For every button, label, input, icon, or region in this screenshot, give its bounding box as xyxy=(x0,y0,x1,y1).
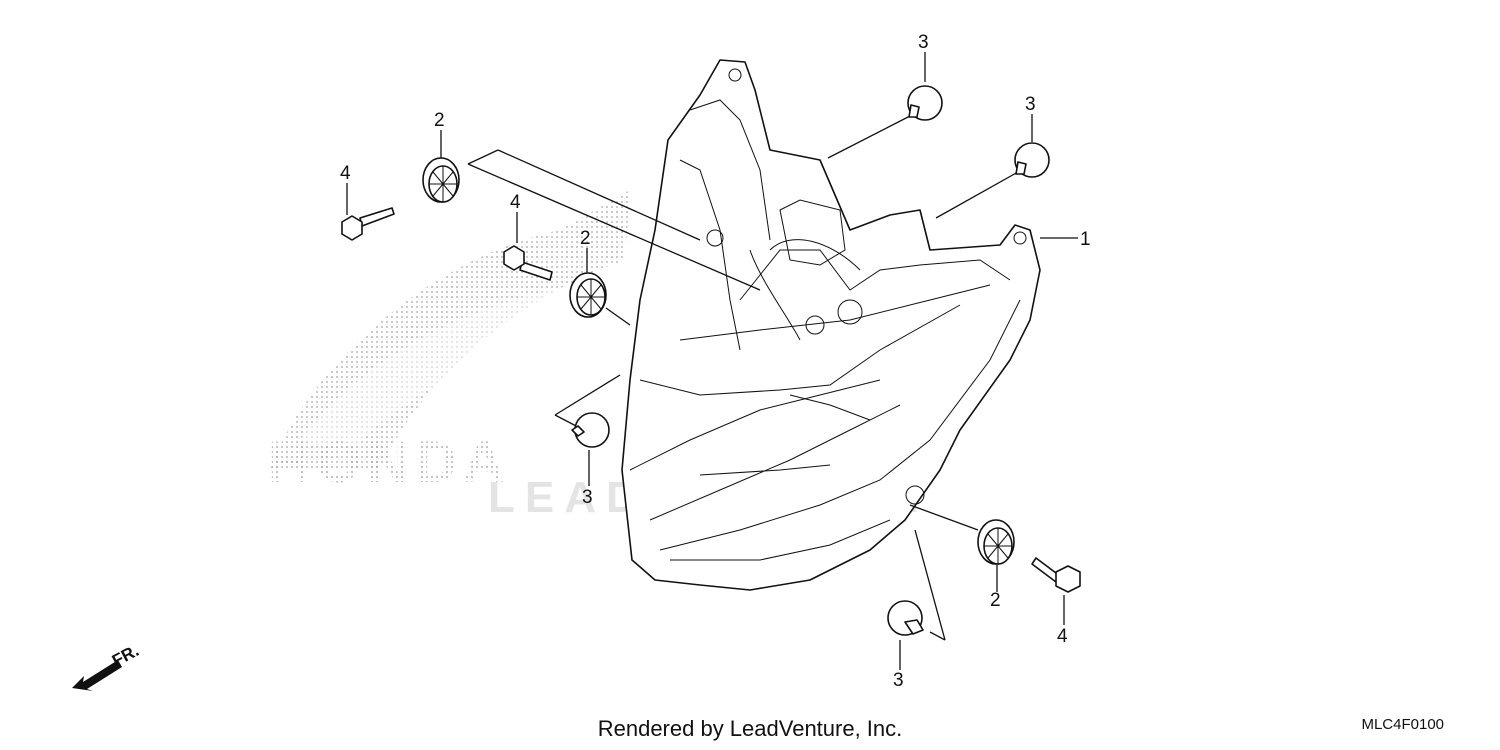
render-credit: Rendered by LeadVenture, Inc. xyxy=(597,716,903,741)
collar-left xyxy=(571,412,610,448)
grommet-middle xyxy=(569,272,607,318)
callout-2-lower: 2 xyxy=(990,590,1001,611)
callout-3-bottom: 3 xyxy=(893,670,904,691)
bolt-middle xyxy=(503,245,553,281)
grommet-upper-left xyxy=(422,157,460,203)
callout-1: 1 xyxy=(1080,229,1091,250)
callout-4-middle: 4 xyxy=(510,192,521,213)
honda-brand-watermark: HONDA xyxy=(268,430,511,495)
callout-3-left: 3 xyxy=(582,487,593,508)
callout-2-upper: 2 xyxy=(434,110,445,131)
callout-4-upper: 4 xyxy=(340,163,351,184)
diagram-code: MLC4F0100 xyxy=(1361,716,1444,733)
collar-right xyxy=(1014,142,1050,178)
bolt-lower-right xyxy=(1031,557,1081,593)
callout-4-lower: 4 xyxy=(1057,626,1068,647)
honda-wing-watermark xyxy=(270,190,630,470)
callout-3-top: 3 xyxy=(918,32,929,53)
collar-bottom xyxy=(887,600,924,636)
bolt-upper-left xyxy=(341,207,395,241)
callout-3-right: 3 xyxy=(1025,94,1036,115)
callout-2-middle: 2 xyxy=(580,228,591,249)
front-direction-arrow: FR. xyxy=(72,641,142,691)
headlight-assembly xyxy=(621,59,1041,591)
collar-top xyxy=(907,85,943,121)
grommet-lower-right xyxy=(977,519,1015,565)
